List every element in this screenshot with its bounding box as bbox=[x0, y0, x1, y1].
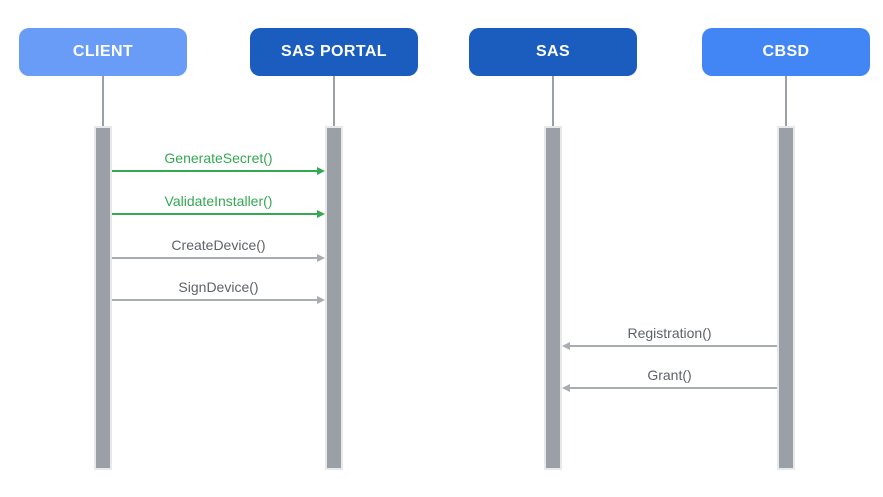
activation-bar-sas bbox=[544, 126, 562, 470]
arrow-right-icon bbox=[317, 295, 325, 304]
actor-box-sas-portal: SAS PORTAL bbox=[250, 28, 418, 76]
message-line bbox=[112, 170, 318, 172]
activation-bar-cbsd bbox=[777, 126, 795, 470]
message-generate-secret: GenerateSecret() bbox=[112, 149, 325, 175]
arrow-left-icon bbox=[562, 383, 570, 392]
message-validate-installer: ValidateInstaller() bbox=[112, 192, 325, 218]
arrow-right-icon bbox=[317, 166, 325, 175]
message-grant: Grant() bbox=[562, 366, 777, 392]
lifeline-sas bbox=[552, 76, 554, 126]
message-sign-device: SignDevice() bbox=[112, 278, 325, 304]
activation-bar-sas-portal bbox=[325, 126, 343, 470]
message-label: CreateDevice() bbox=[171, 237, 266, 253]
message-registration: Registration() bbox=[562, 324, 777, 350]
arrow-left-icon bbox=[562, 341, 570, 350]
message-create-device: CreateDevice() bbox=[112, 236, 325, 262]
actor-box-client: CLIENT bbox=[19, 28, 187, 76]
lifeline-sas-portal bbox=[333, 76, 335, 126]
message-label: Grant() bbox=[647, 367, 692, 383]
message-label: ValidateInstaller() bbox=[164, 193, 273, 209]
message-line bbox=[112, 299, 318, 301]
actor-box-sas: SAS bbox=[469, 28, 637, 76]
message-line bbox=[569, 345, 777, 347]
activation-bar-client bbox=[94, 126, 112, 470]
arrow-right-icon bbox=[317, 253, 325, 262]
message-line bbox=[112, 213, 318, 215]
arrow-right-icon bbox=[317, 209, 325, 218]
lifeline-cbsd bbox=[785, 76, 787, 126]
message-label: Registration() bbox=[627, 325, 712, 341]
message-label: GenerateSecret() bbox=[164, 150, 273, 166]
message-label: SignDevice() bbox=[178, 279, 259, 295]
lifeline-client bbox=[102, 76, 104, 126]
message-line bbox=[569, 387, 777, 389]
actor-box-cbsd: CBSD bbox=[702, 28, 870, 76]
message-line bbox=[112, 257, 318, 259]
